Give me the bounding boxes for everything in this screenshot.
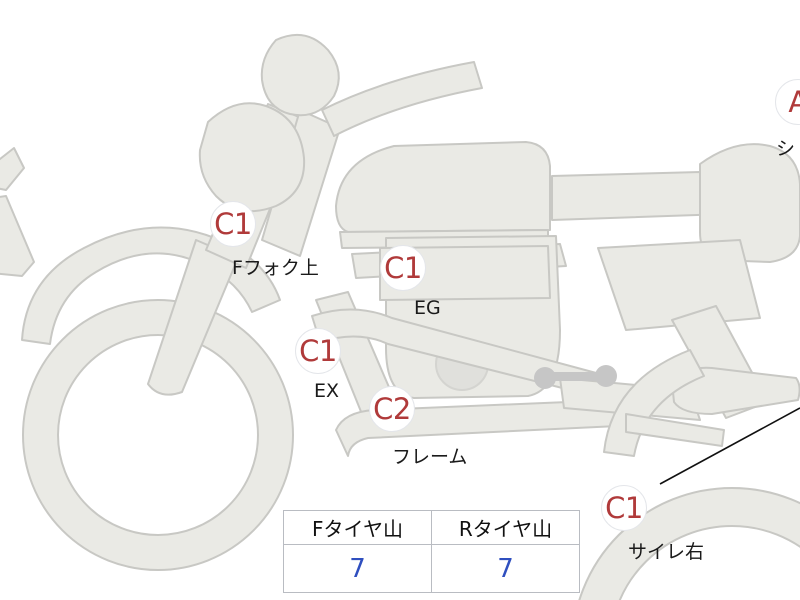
left-clipped-shape-upper (0, 147, 25, 191)
tire-tread-table: Fタイヤ山 Rタイヤ山 7 7 (283, 510, 580, 593)
table-header-rear-tire: Rタイヤ山 (431, 510, 580, 545)
headlight-cowl (198, 102, 306, 213)
part-label-engine: EG (414, 297, 441, 319)
left-clipped-shape-lower (0, 195, 35, 277)
table-header-front-tire: Fタイヤ山 (283, 510, 432, 545)
handlebar-right (321, 61, 483, 137)
table-value-front-tire: 7 (283, 544, 432, 593)
front-fork-lower (147, 239, 239, 396)
table-value-row: 7 7 (283, 544, 580, 593)
table-header-row: Fタイヤ山 Rタイヤ山 (283, 510, 580, 545)
part-label-f-fork-upper: Fフォク上 (232, 257, 319, 279)
chain-guard (625, 413, 725, 447)
instrument-pod (260, 33, 340, 117)
grade-badge-exhaust[interactable]: C1 (295, 328, 341, 374)
grade-badge-silencer-right[interactable]: C1 (601, 485, 647, 531)
rear-tire (578, 487, 800, 600)
footpeg-detail (534, 365, 617, 389)
part-label-frame: フレーム (392, 446, 468, 468)
part-label-rear-right-clipped: シ (776, 138, 796, 160)
grade-badge-engine[interactable]: C1 (380, 245, 426, 291)
table-value-rear-tire: 7 (431, 544, 580, 593)
front-tire (22, 299, 294, 571)
part-label-silencer-right: サイレ右 (628, 541, 705, 563)
part-label-exhaust: EX (314, 380, 340, 402)
rear-side-panel (597, 239, 761, 331)
grade-badge-frame[interactable]: C2 (369, 386, 415, 432)
fuel-tank (335, 141, 551, 233)
silencer-leader-line (659, 407, 800, 485)
grade-badge-f-fork-upper[interactable]: C1 (210, 201, 256, 247)
